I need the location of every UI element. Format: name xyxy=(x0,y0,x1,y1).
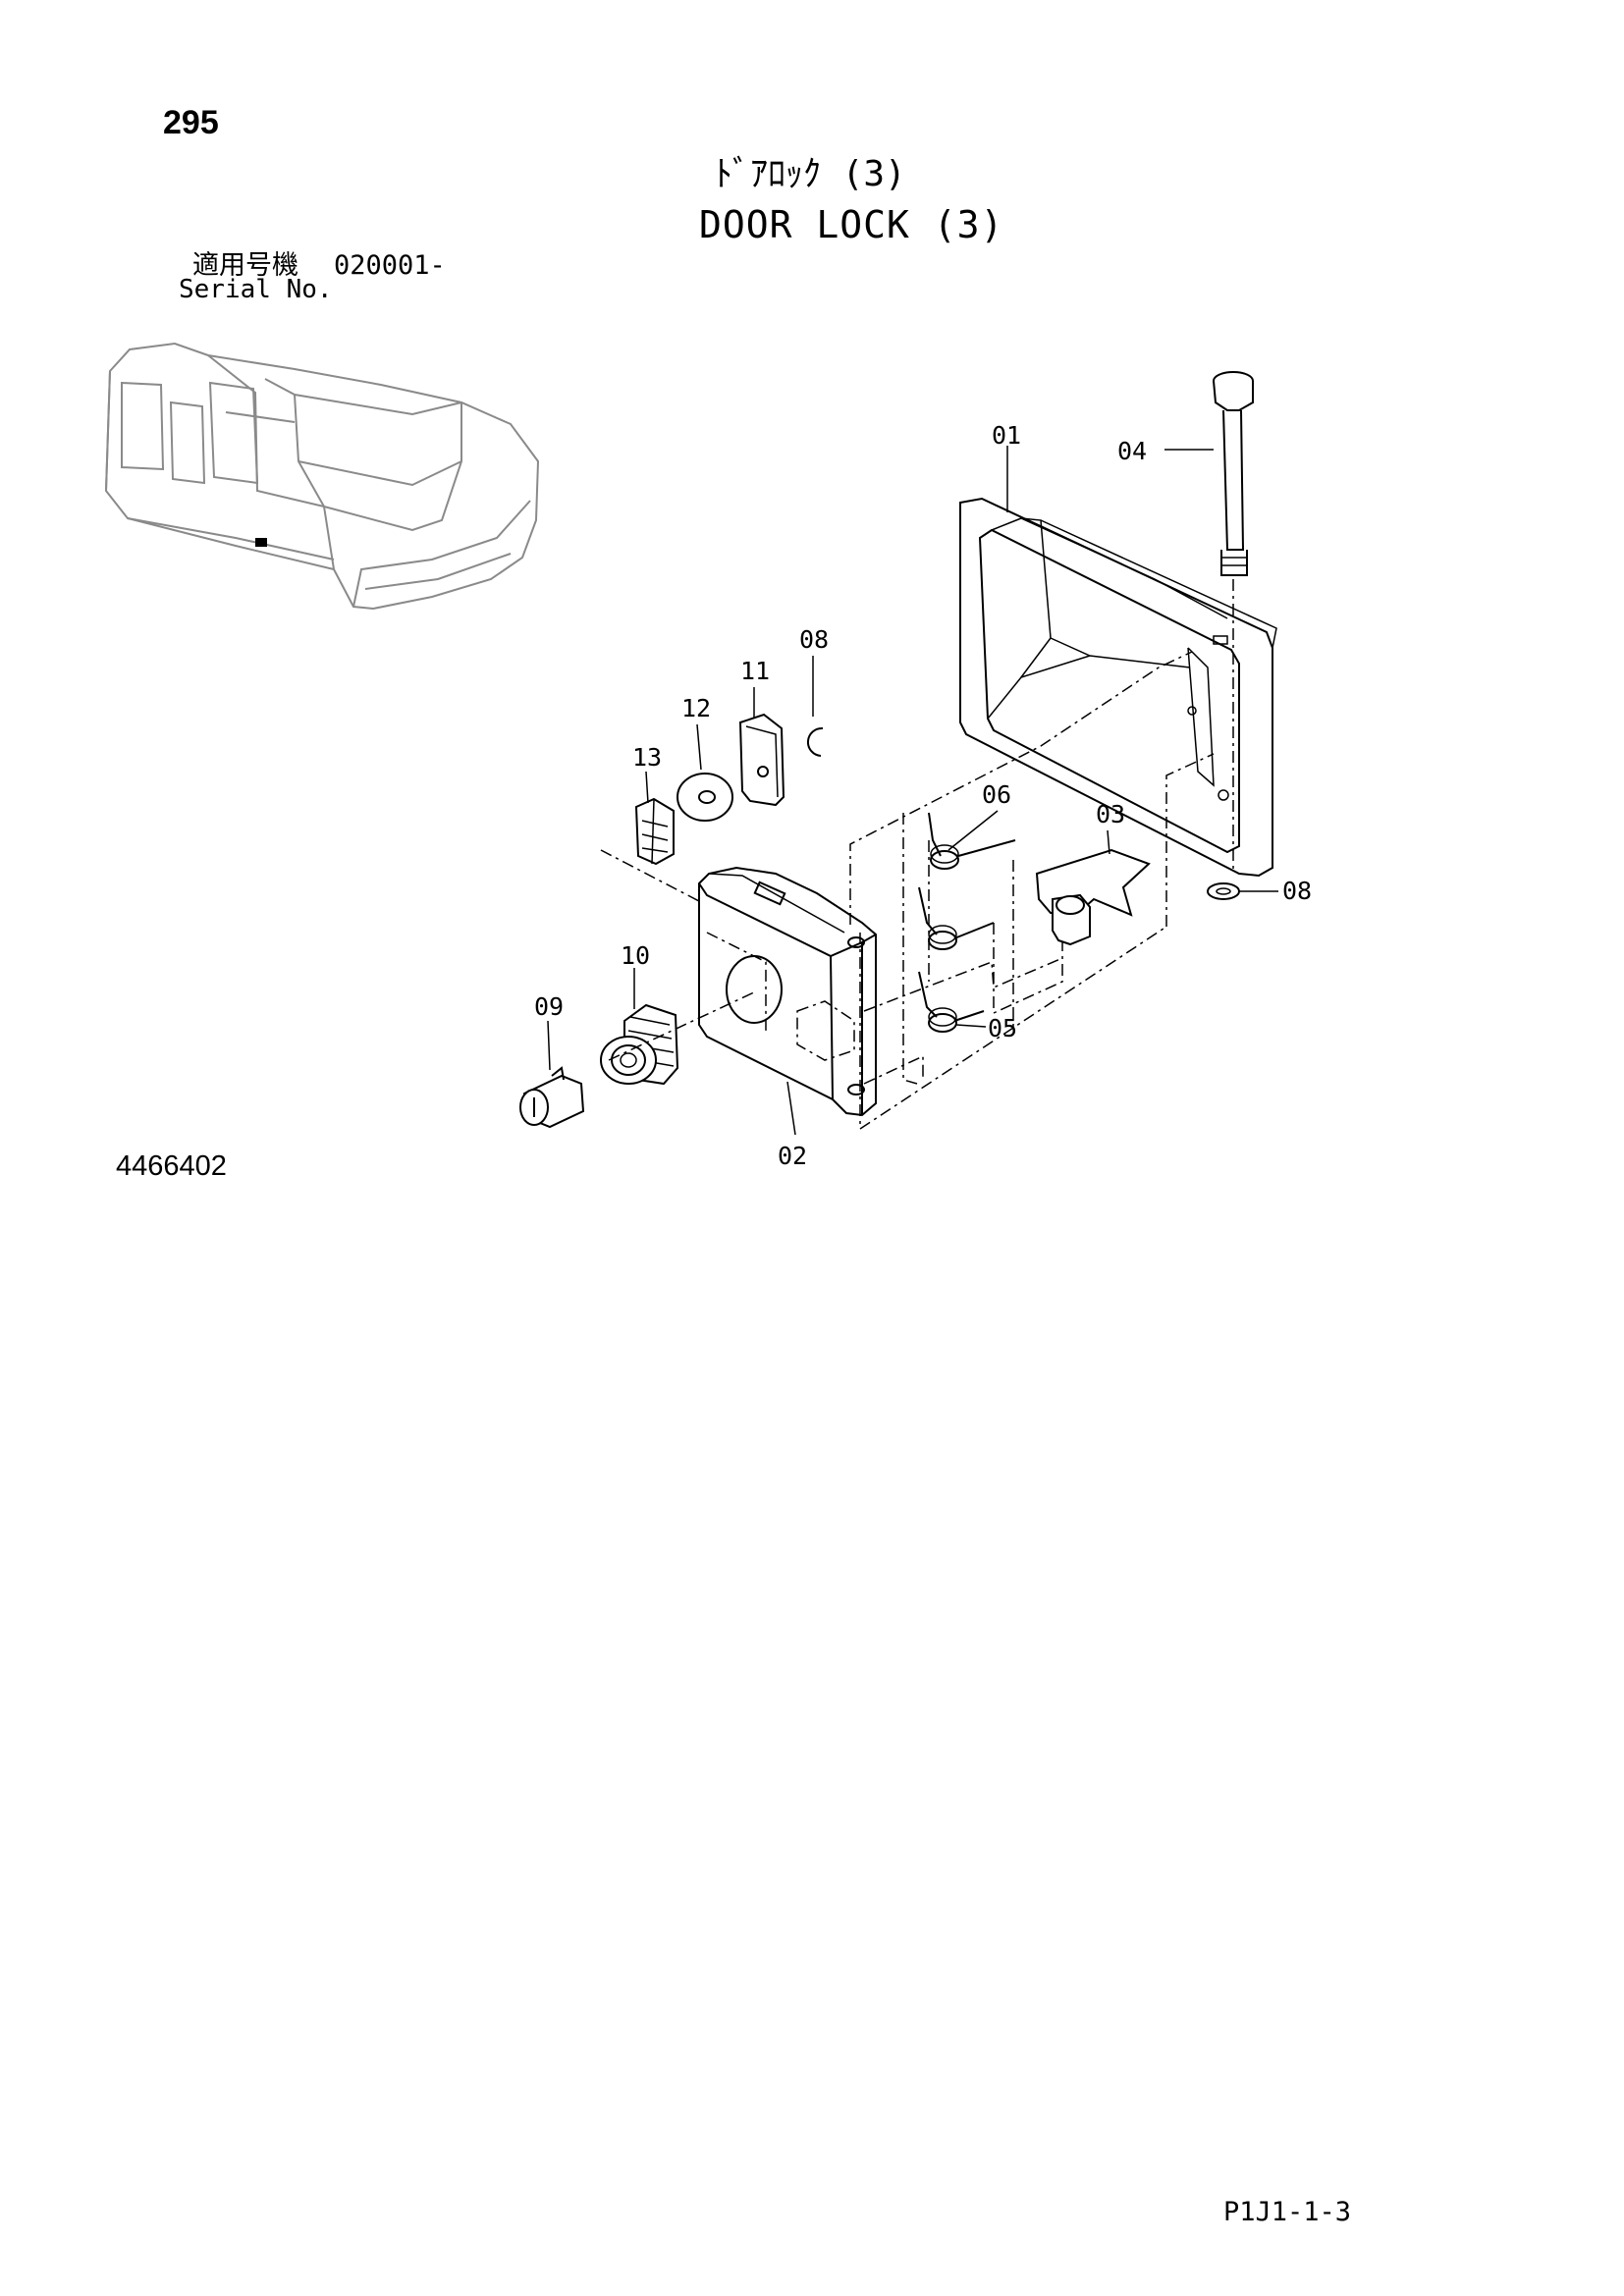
callout-01: 01 xyxy=(992,421,1021,450)
page-code: P1J1-1-3 xyxy=(1223,2197,1352,2227)
drawing-number: 4466402 xyxy=(116,1150,227,1182)
title-japanese: ﾄﾞｱﾛｯｸ (3) xyxy=(715,154,906,194)
part-06-torsion-spring xyxy=(928,812,1016,870)
page-number: 295 xyxy=(163,104,219,141)
excavator-location-illustration xyxy=(104,342,540,611)
part-12-washer xyxy=(677,773,733,822)
callout-02: 02 xyxy=(778,1142,807,1170)
callout-13: 13 xyxy=(632,743,662,772)
part-08-snap-ring-lower xyxy=(1207,882,1240,900)
part-11-plate xyxy=(738,713,785,807)
title-english: DOOR LOCK (3) xyxy=(699,203,1004,246)
callout-11: 11 xyxy=(740,657,770,685)
callout-08-lower: 08 xyxy=(1282,877,1312,905)
callout-08-upper: 08 xyxy=(799,625,829,654)
callout-labels: 01 04 08 11 12 13 06 03 08 05 10 09 02 xyxy=(534,421,1312,1170)
part-03-latch-lever xyxy=(1035,848,1151,946)
callout-04: 04 xyxy=(1117,437,1147,465)
part-05-torsion-spring-lower xyxy=(918,971,985,1033)
callout-05: 05 xyxy=(988,1014,1017,1042)
callout-12: 12 xyxy=(681,694,711,722)
part-01-handle-housing xyxy=(959,497,1277,878)
serial-label-japanese: 適用号機 xyxy=(192,250,298,281)
part-10-lock-cylinder-housing xyxy=(600,1003,679,1086)
part-08-snap-ring-upper xyxy=(806,726,824,757)
part-02-lock-body xyxy=(698,866,877,1117)
serial-value: 020001- xyxy=(334,250,446,281)
part-13-latch-plate xyxy=(634,797,675,866)
part-09-key-cylinder xyxy=(519,1066,585,1129)
part-04-pin xyxy=(1213,371,1254,576)
callout-leader-lines xyxy=(547,446,1278,1136)
assembly-center-lines xyxy=(600,579,1234,1131)
part-05-torsion-spring-upper xyxy=(918,886,995,950)
serial-label-english: Serial No. xyxy=(179,275,333,304)
callout-03: 03 xyxy=(1096,800,1125,828)
callout-06: 06 xyxy=(982,780,1011,809)
callout-09: 09 xyxy=(534,992,564,1021)
callout-10: 10 xyxy=(621,941,650,970)
